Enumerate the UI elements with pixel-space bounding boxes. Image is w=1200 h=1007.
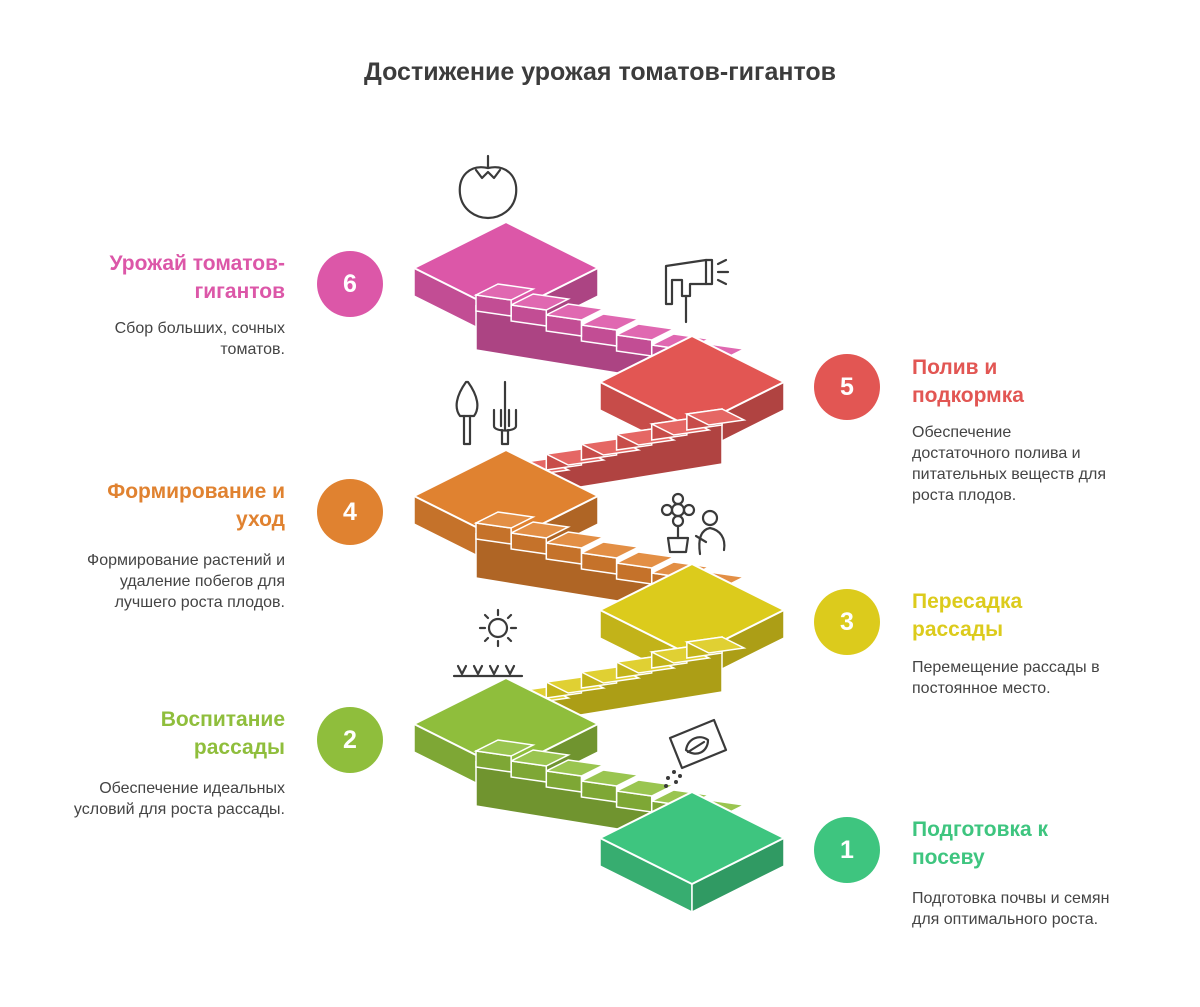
step-3-badge: 3 [814,589,880,655]
step-2-badge: 2 [317,707,383,773]
step-4-badge: 4 [317,479,383,545]
stair-tread [508,521,571,539]
stair-tread [473,283,536,301]
step-3-title: Пересадка рассады [912,590,1023,641]
stair-tread [543,759,606,777]
seed-packet-icon [664,718,728,788]
spray-nozzle-icon [664,258,730,324]
tomato-icon [458,154,518,220]
step-5-title: Полив и подкормка [912,356,1024,407]
step-1-platform-top [599,791,785,885]
step-6-description: Сбор больших, сочных томатов. [114,320,285,358]
step-6-badge: 6 [317,251,383,317]
stair-tread [508,749,571,767]
sun-sprouts-icon [452,608,524,678]
step-2-description: Обеспечение идеальных условий для роста … [73,780,285,818]
trowel-fork-icon [455,380,518,446]
stair-tread [578,313,642,331]
stair-tread [614,323,677,341]
page-title: Достижение урожая томатов-гигантов [364,58,836,86]
stair-tread [543,303,606,321]
step-5-badge: 5 [814,354,880,420]
stair-tread [508,293,571,311]
stair-tread [614,551,677,569]
step-4-description: Формирование растений и удаление побегов… [87,552,285,611]
stair-tread [473,739,536,757]
step-4-title: Формирование и уход [107,480,285,531]
stair-tread [684,636,747,654]
step-3-description: Перемещение рассады в постоянное место. [912,659,1100,697]
step-2-title: Воспитание рассады [160,708,285,759]
step-5-description: Обеспечение достаточного полива и питате… [912,424,1106,504]
step-1-title: Подготовка к посеву [912,818,1049,869]
step-6-title: Урожай томатов-гигантов [109,252,285,303]
step-1-badge: 1 [814,817,880,883]
step-1-description: Подготовка почвы и семян для оптимальног… [912,890,1110,928]
stair-tread [543,531,606,549]
stair-tread [578,541,642,559]
stair-tread [684,408,747,426]
gardener-flower-icon [660,492,726,556]
stair-tread [473,511,536,529]
stair-tread [614,779,677,797]
stair-tread [578,769,642,787]
